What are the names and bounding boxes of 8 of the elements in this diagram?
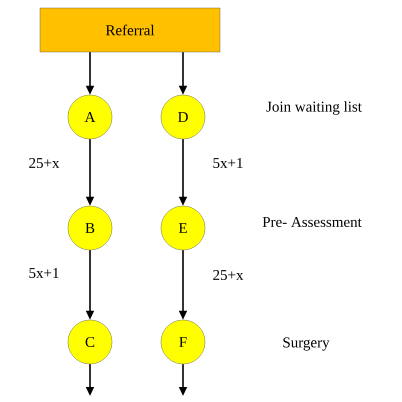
stage-label: Surgery: [283, 337, 330, 351]
stage-label: Pre- Assessment: [262, 216, 362, 228]
edge-label: 25+x: [29, 158, 60, 168]
edge-label: 25+x: [213, 270, 244, 280]
stage-label: Join waiting list: [266, 101, 362, 115]
edge-label: 5x+1: [213, 158, 243, 168]
referral-box: Referral: [40, 8, 220, 52]
edge-label: 5x+1: [29, 268, 59, 278]
